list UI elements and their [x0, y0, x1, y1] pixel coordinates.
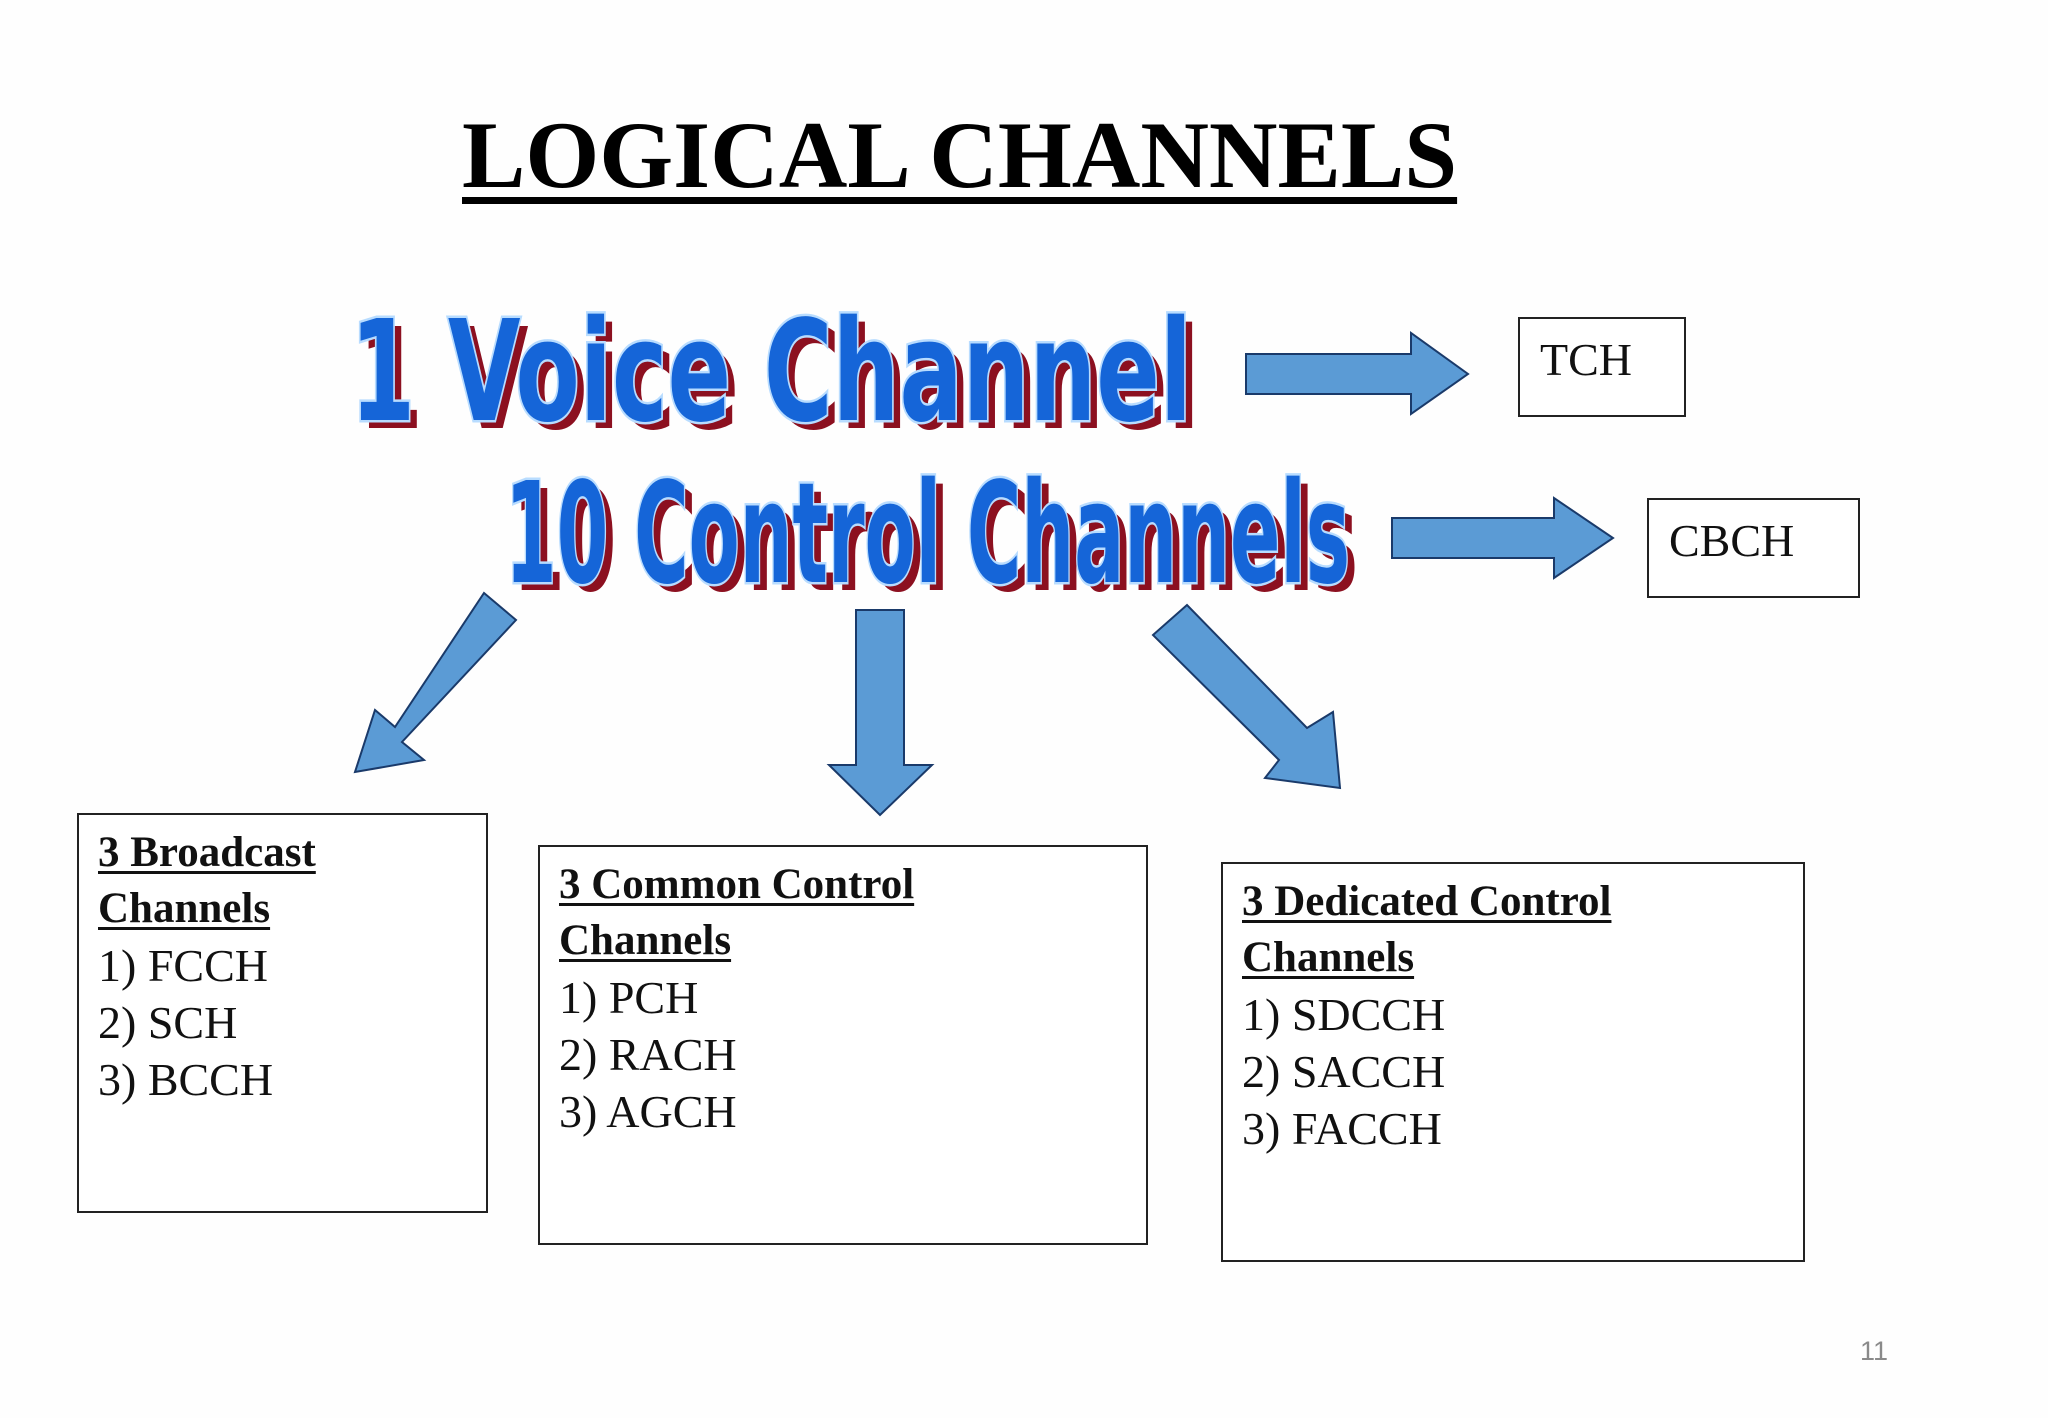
list-item: 3) BCCH [98, 1054, 274, 1105]
wordart-control-text: 10 Control Channels [505, 453, 1350, 616]
list-item: 2) RACH [559, 1029, 737, 1080]
list-item: 2) SACCH [1242, 1046, 1446, 1097]
common-control-channels-box: 3 Common Control Channels 1) PCH 2) RACH… [538, 845, 1148, 1245]
group-heading-line1: 3 Dedicated Control [1242, 878, 1612, 925]
wordart-control: 10 Control Channels 10 Control Channels [503, 451, 1359, 625]
wordart-voice-text: 1 Voice Channel [350, 291, 1192, 454]
group-heading-line1: 3 Common Control [559, 861, 915, 908]
channel-list: 1) FCCH 2) SCH 3) BCCH [98, 937, 486, 1108]
list-item: 3) AGCH [559, 1086, 737, 1137]
wordart-control-shadow: 10 Control Channels [513, 461, 1358, 624]
list-item: 1) PCH [559, 972, 699, 1023]
arrow-to-broadcast [353, 591, 518, 774]
slide-title: LOGICAL CHANNELS [462, 102, 1458, 208]
wordart-voice: 1 Voice Channel 1 Voice Channel [348, 289, 1201, 463]
tch-box: TCH [1518, 317, 1686, 417]
list-item: 2) SCH [98, 997, 238, 1048]
page-number: 11 [1859, 1336, 1888, 1366]
arrow-to-common-control [826, 609, 935, 817]
broadcast-channels-box: 3 Broadcast Channels 1) FCCH 2) SCH 3) B… [77, 813, 488, 1213]
dedicated-control-channels-box: 3 Dedicated Control Channels 1) SDCCH 2)… [1221, 862, 1805, 1262]
arrow-to-cbch [1391, 496, 1615, 580]
cbch-box: CBCH [1647, 498, 1860, 598]
group-heading-line2: Channels [559, 917, 732, 964]
tch-label: TCH [1540, 334, 1632, 385]
arrow-to-tch [1245, 331, 1470, 416]
channel-list: 1) SDCCH 2) SACCH 3) FACCH [1242, 986, 1803, 1157]
channel-list: 1) PCH 2) RACH 3) AGCH [559, 969, 1146, 1140]
list-item: 3) FACCH [1242, 1103, 1442, 1154]
wordart-voice-shadow: 1 Voice Channel [358, 299, 1200, 462]
list-item: 1) FCCH [98, 940, 268, 991]
cbch-label: CBCH [1669, 515, 1795, 566]
list-item: 1) SDCCH [1242, 989, 1446, 1040]
arrow-to-dedicated-control [1151, 603, 1342, 790]
group-heading-line2: Channels [98, 885, 271, 932]
group-heading-line2: Channels [1242, 934, 1415, 981]
group-heading-line1: 3 Broadcast [98, 829, 316, 876]
